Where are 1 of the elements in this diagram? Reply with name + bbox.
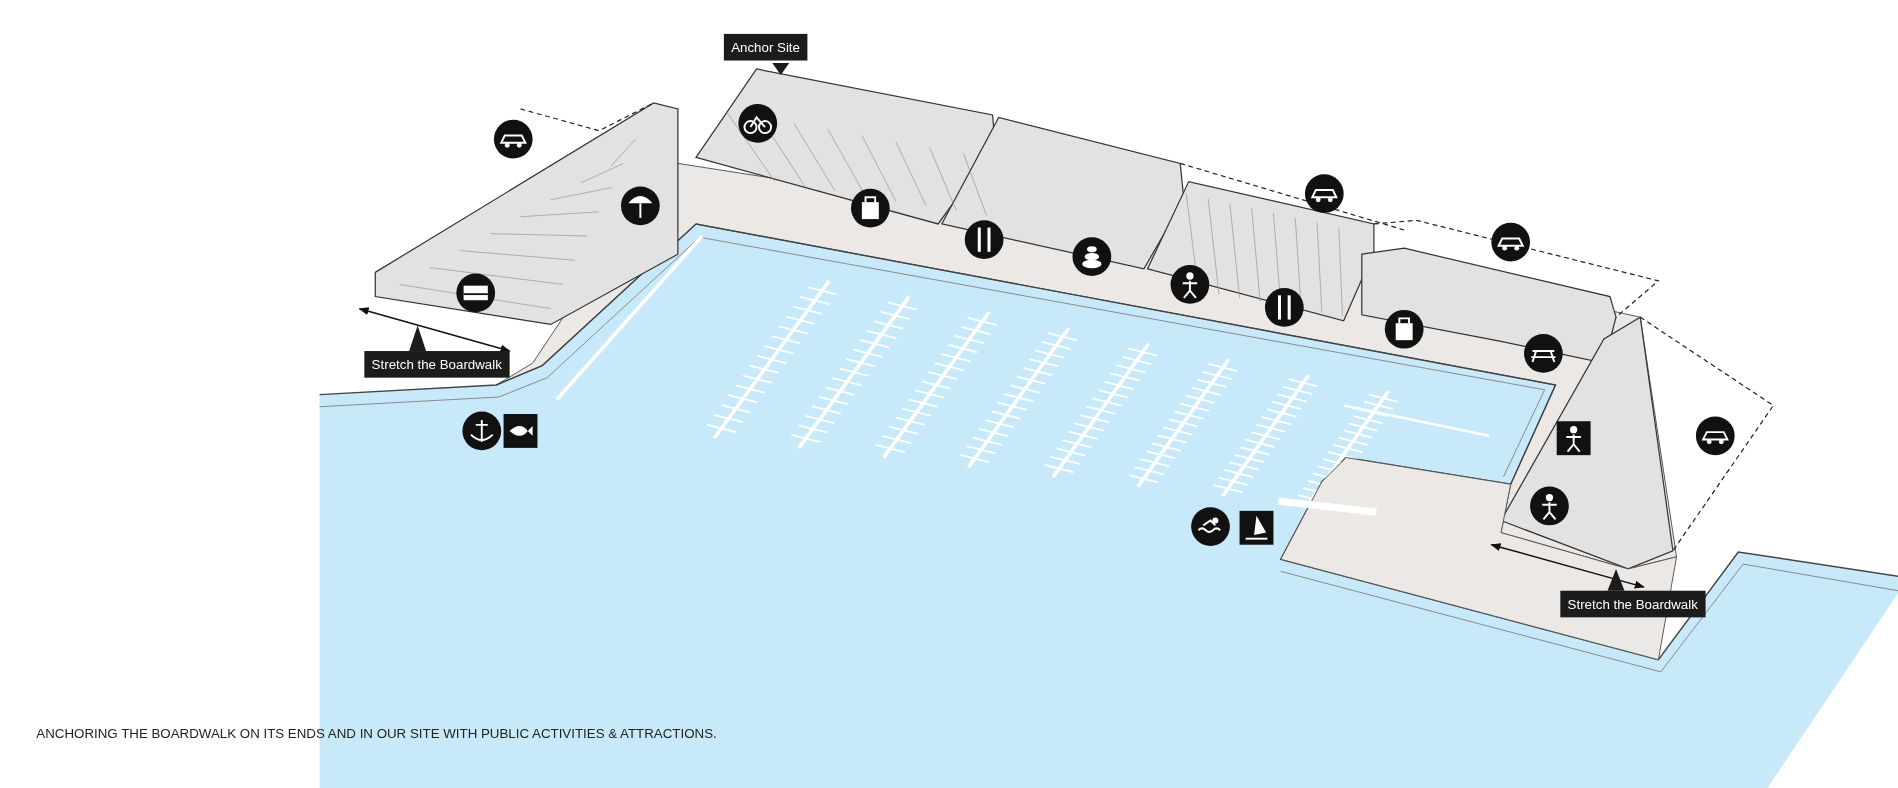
caption: ANCHORING THE BOARDWALK ON ITS ENDS AND IN OUR SITE WITH PUBLIC ACTIVITIES & ATTRACTIONS. [36, 726, 717, 741]
